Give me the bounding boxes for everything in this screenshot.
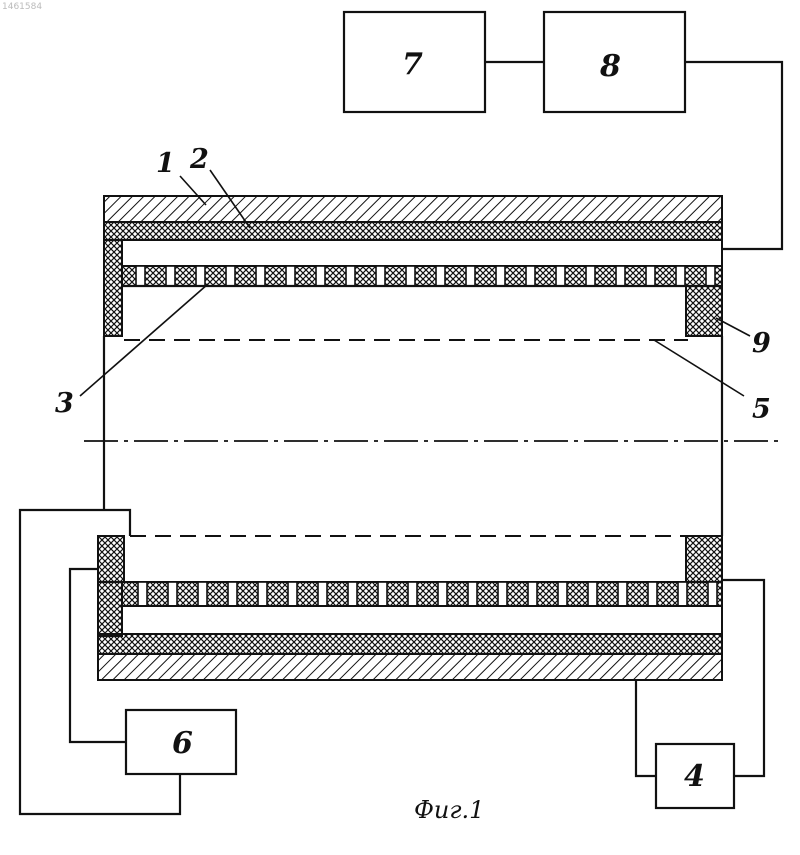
block-4-label: 4 — [684, 759, 705, 794]
electrode-gap — [286, 266, 295, 286]
block-7-label: 7 — [402, 47, 423, 82]
label-5: 5 — [752, 394, 771, 425]
electrode-gap — [166, 266, 175, 286]
electrode-gap — [648, 582, 657, 606]
leader-5 — [654, 340, 744, 396]
electrode-gap — [436, 266, 445, 286]
top-right-block-9 — [686, 286, 722, 336]
electrode-gap — [318, 582, 327, 606]
top-assembly — [104, 196, 722, 336]
block-8-label: 8 — [599, 49, 621, 84]
label-1: 1 — [156, 148, 175, 179]
top-layer-1 — [104, 196, 722, 222]
electrode-gap — [408, 582, 417, 606]
electrode-gap — [678, 582, 687, 606]
figure-caption: Фиг.1 — [414, 796, 484, 824]
wire-4-right — [722, 580, 764, 776]
electrode-gap — [138, 582, 147, 606]
electrode-gap — [586, 266, 595, 286]
block-6: 6 — [126, 710, 236, 774]
electrode-gap — [618, 582, 627, 606]
top-electrode-3 — [122, 266, 722, 286]
block-8: 8 — [544, 12, 685, 112]
electrode-gap — [528, 582, 537, 606]
label-9: 9 — [752, 328, 771, 359]
label-2: 2 — [189, 144, 209, 175]
electrode-gap — [466, 266, 475, 286]
electrode-gap — [616, 266, 625, 286]
corner-text: 1461584 — [2, 2, 42, 12]
electrode-gap — [706, 266, 715, 286]
electrode-gap — [556, 266, 565, 286]
block-6-label: 6 — [172, 726, 193, 761]
top-layer-2 — [104, 222, 722, 240]
electrode-gap — [226, 266, 235, 286]
top-left-end — [104, 240, 122, 336]
electrode-gap — [348, 582, 357, 606]
electrode-gap — [378, 582, 387, 606]
block-7: 7 — [344, 12, 485, 112]
electrode-gap — [376, 266, 385, 286]
electrode-gap — [558, 582, 567, 606]
electrode-gap — [256, 266, 265, 286]
electrode-gap — [316, 266, 325, 286]
electrode-gap — [438, 582, 447, 606]
block-4: 4 — [656, 744, 734, 808]
electrode-gap — [646, 266, 655, 286]
electrode-gap — [496, 266, 505, 286]
electrode-gap — [468, 582, 477, 606]
electrode-gap — [198, 582, 207, 606]
electrode-gap — [708, 582, 717, 606]
bottom-electrode — [122, 582, 722, 606]
electrode-gap — [136, 266, 145, 286]
bottom-right-block — [686, 536, 722, 582]
bottom-layer-2 — [98, 634, 722, 654]
electrode-gap — [168, 582, 177, 606]
electrode-gap — [588, 582, 597, 606]
electrode-gap — [196, 266, 205, 286]
electrode-gap — [526, 266, 535, 286]
electrode-gap — [406, 266, 415, 286]
electrode-gap — [258, 582, 267, 606]
electrode-gap — [228, 582, 237, 606]
bottom-left-end — [98, 536, 124, 582]
electrode-gap — [346, 266, 355, 286]
bottom-layer-1 — [98, 654, 722, 680]
wire-4-left — [636, 680, 656, 776]
electrode-gap — [676, 266, 685, 286]
electrode-gap — [288, 582, 297, 606]
label-3: 3 — [55, 388, 74, 419]
electrode-gap — [498, 582, 507, 606]
